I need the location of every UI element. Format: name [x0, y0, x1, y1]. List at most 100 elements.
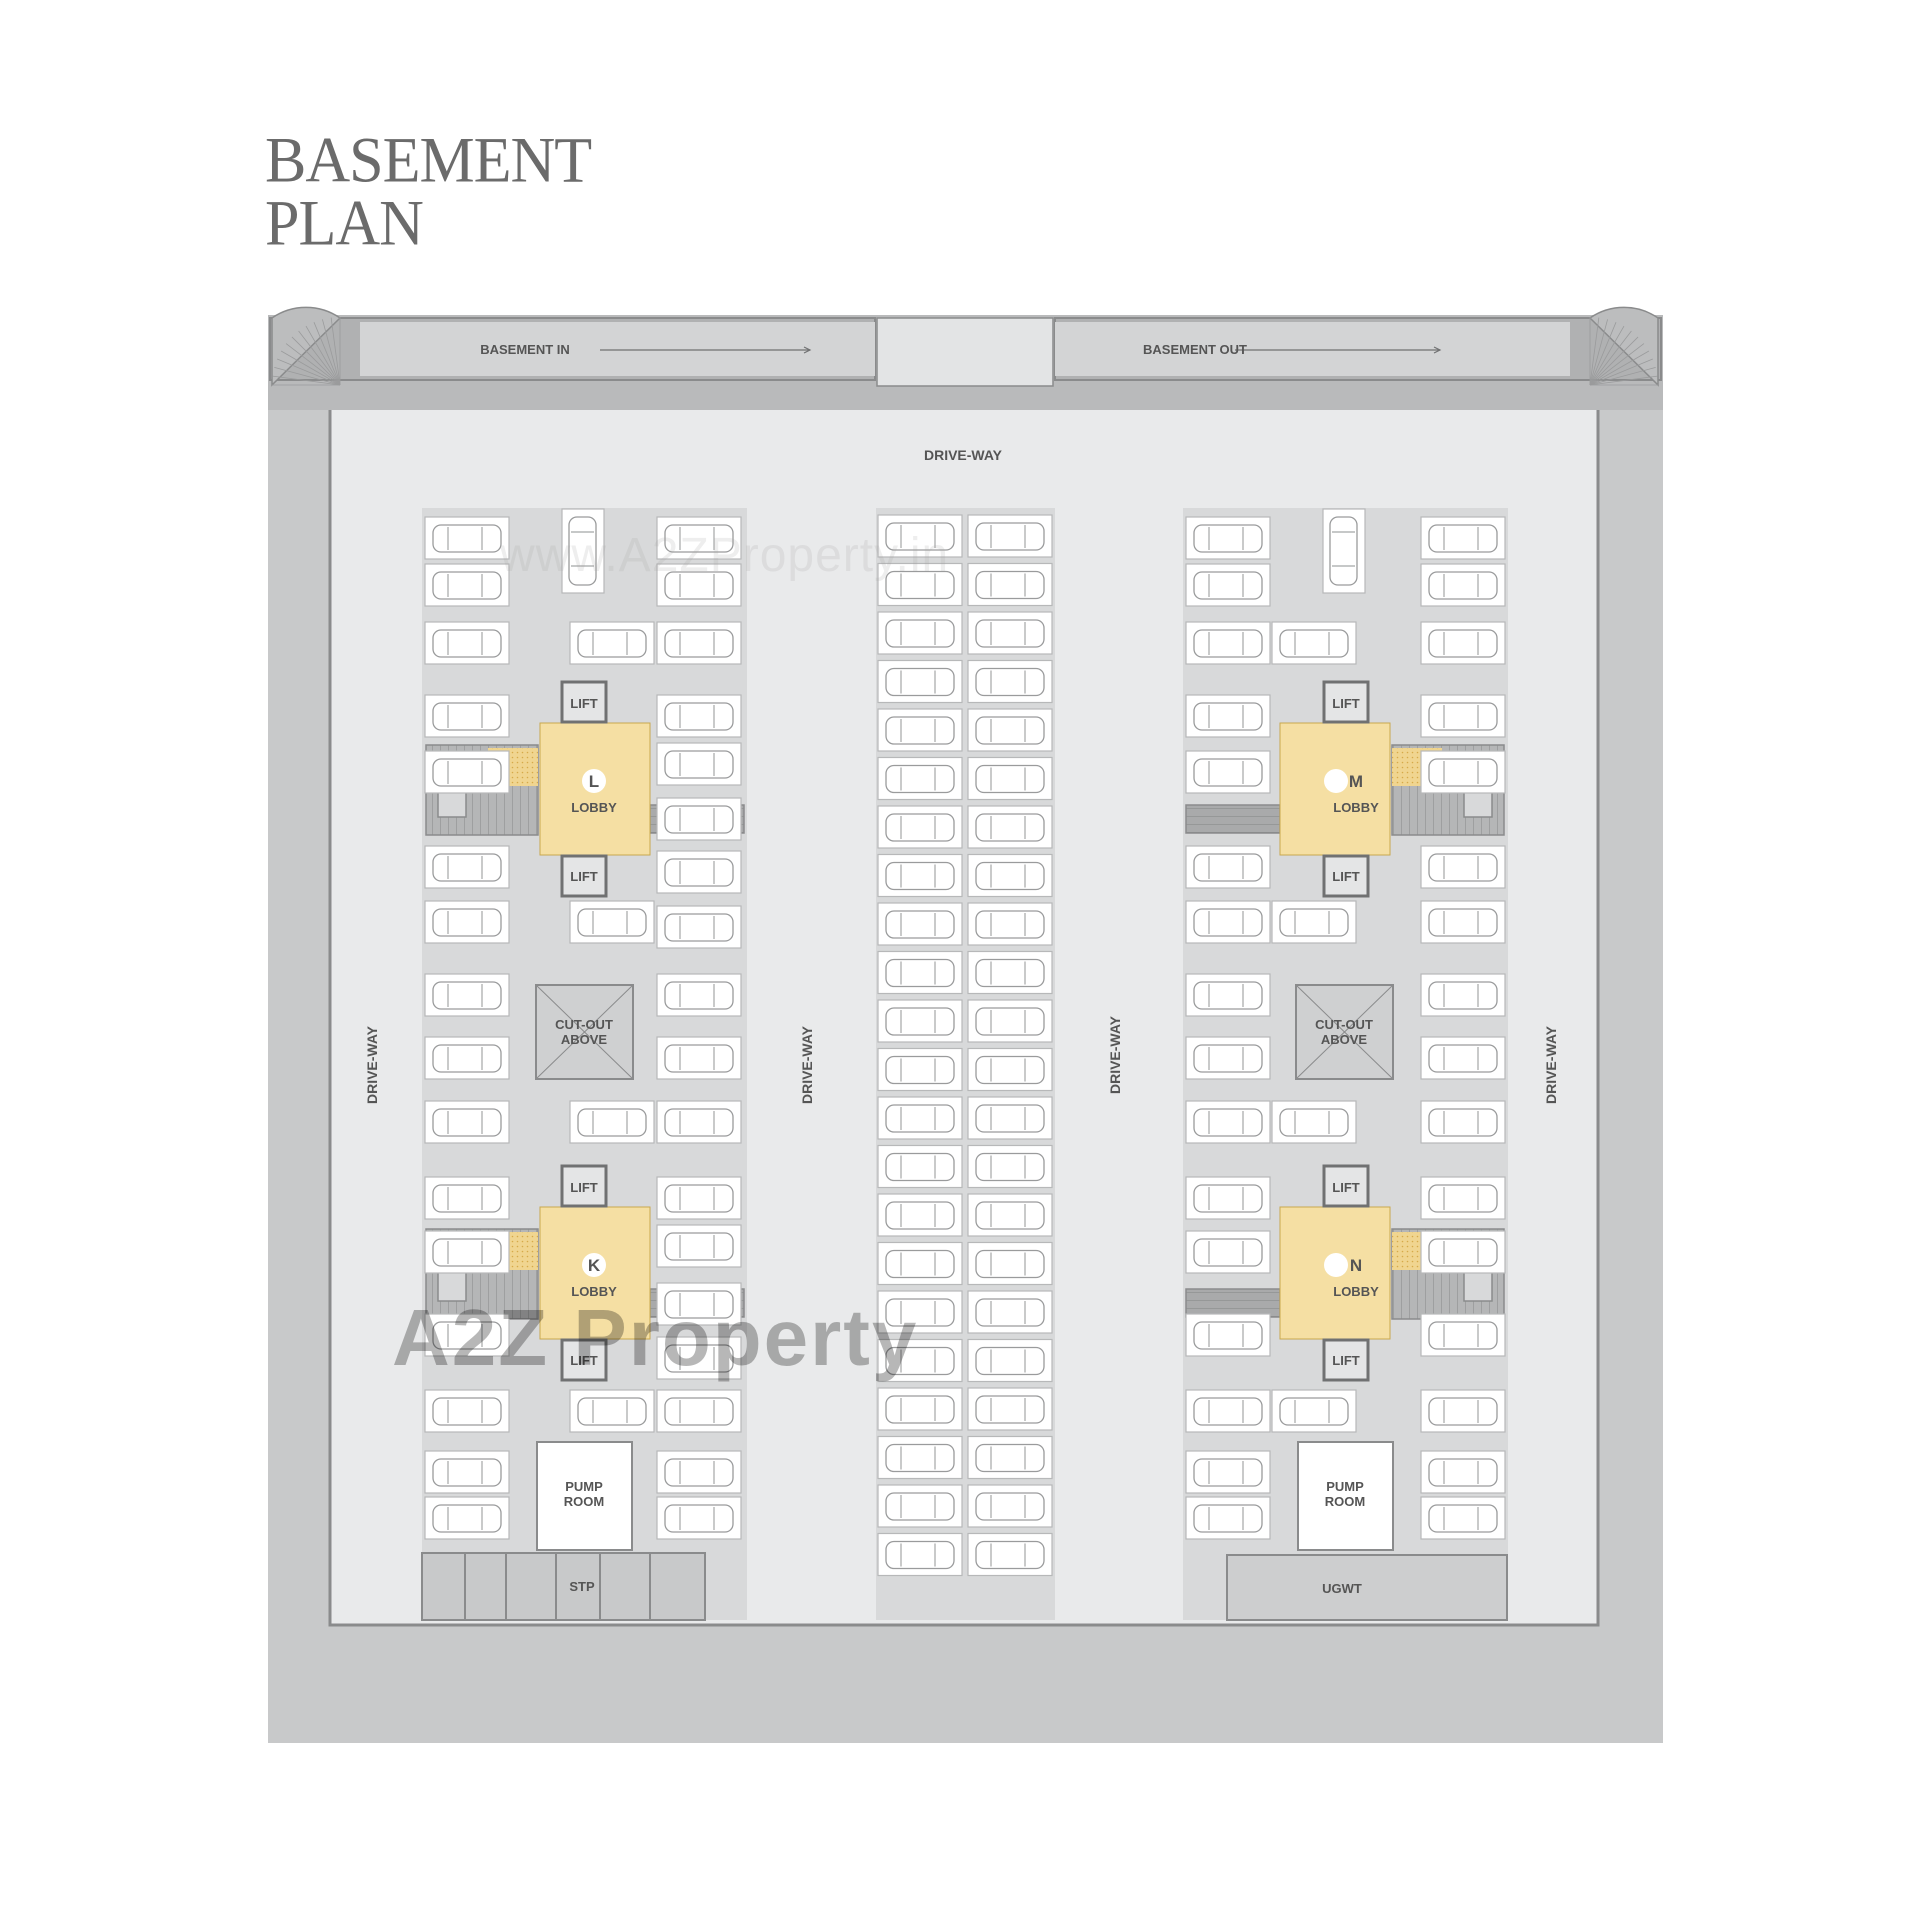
parking-slot — [656, 1389, 742, 1433]
ugwt-tank — [1226, 1554, 1508, 1621]
parking-slot — [1420, 563, 1506, 607]
parking-slot — [877, 659, 963, 704]
parking-slot — [877, 1435, 963, 1480]
driveway-label-mid-right: DRIVE-WAY — [1107, 1015, 1123, 1094]
parking-slot — [967, 1387, 1053, 1431]
basement-in-label: BASEMENT IN — [480, 342, 570, 357]
parking-slot — [569, 1100, 655, 1144]
parking-slot — [877, 1144, 963, 1189]
driveway-label-mid-left: DRIVE-WAY — [799, 1025, 815, 1104]
parking-slot — [967, 611, 1053, 655]
lift-label: LIFT — [1332, 696, 1359, 711]
parking-slot — [424, 845, 510, 889]
parking-slot — [1271, 1100, 1357, 1144]
lift-label: LIFT — [1332, 1353, 1359, 1368]
parking-slot — [877, 611, 963, 655]
parking-slot — [656, 1224, 742, 1268]
lift-label: LIFT — [1332, 869, 1359, 884]
parking-slot — [1420, 621, 1506, 665]
parking-slot — [1420, 1389, 1506, 1433]
parking-slot — [1185, 1230, 1271, 1274]
parking-slot — [656, 621, 742, 665]
parking-slot — [424, 900, 510, 944]
parking-slot — [424, 750, 510, 794]
parking-slot — [1420, 1450, 1506, 1494]
parking-slot — [569, 900, 655, 944]
lobby-label: LOBBY — [571, 800, 617, 815]
entry-gate — [876, 317, 1054, 387]
parking-slot — [877, 1241, 963, 1286]
parking-slot — [1185, 1389, 1271, 1433]
parking-slot — [656, 694, 742, 738]
parking-slot — [1420, 516, 1506, 560]
parking-slot — [1185, 621, 1271, 665]
cutout-left-line-2: ABOVE — [561, 1032, 608, 1047]
cutout-right: CUT-OUT ABOVE — [1295, 984, 1394, 1080]
parking-slot — [967, 853, 1053, 898]
parking-slot — [967, 659, 1053, 704]
parking-slot — [1420, 1230, 1506, 1274]
parking-slot — [967, 1096, 1053, 1140]
plan-title: BASEMENT PLAN — [265, 128, 592, 256]
parking-slot — [569, 1389, 655, 1433]
cutout-left-line-1: CUT-OUT — [555, 1017, 613, 1032]
pump-room-right-line-1: PUMP — [1326, 1479, 1364, 1494]
parking-slot — [1322, 508, 1366, 594]
parking-slot — [1185, 1036, 1271, 1080]
pump-room-left — [536, 1441, 633, 1551]
parking-slot — [1185, 563, 1271, 607]
parking-slot — [1420, 1100, 1506, 1144]
parking-slot — [656, 1450, 742, 1494]
parking-slot — [967, 1435, 1053, 1480]
lift-label: LIFT — [1332, 1180, 1359, 1195]
parking-slot — [967, 1338, 1053, 1383]
parking-slot — [424, 1036, 510, 1080]
parking-slot — [877, 1047, 963, 1092]
parking-slot — [656, 1036, 742, 1080]
lobby-label: LOBBY — [1333, 800, 1379, 815]
parking-slot — [1185, 845, 1271, 889]
parking-slot — [967, 999, 1053, 1043]
ugwt-label: UGWT — [1322, 1581, 1362, 1596]
parking-slot — [1185, 900, 1271, 944]
parking-slot — [1185, 1176, 1271, 1220]
parking-slot — [1420, 845, 1506, 889]
parking-slot — [1420, 1036, 1506, 1080]
parking-slot — [424, 1496, 510, 1540]
parking-slot — [424, 621, 510, 665]
parking-slot — [424, 1450, 510, 1494]
parking-slot — [1185, 694, 1271, 738]
parking-slot — [877, 853, 963, 898]
parking-slot — [877, 1532, 963, 1577]
ramp-curve-right — [1588, 306, 1659, 387]
cutout-right-line-1: CUT-OUT — [1315, 1017, 1373, 1032]
parking-slot — [877, 1096, 963, 1140]
ramp-curve-left — [271, 306, 342, 387]
parking-slot — [1185, 1450, 1271, 1494]
parking-slot — [967, 1290, 1053, 1334]
parking-slot — [656, 905, 742, 949]
parking-slot — [877, 708, 963, 752]
parking-slot — [1420, 900, 1506, 944]
lobby-label: LOBBY — [1333, 1284, 1379, 1299]
parking-slot — [967, 1532, 1053, 1577]
lobby-label: LOBBY — [571, 1284, 617, 1299]
watermark-url: www.A2ZProperty.in — [500, 529, 950, 582]
parking-slot — [656, 1176, 742, 1220]
stp-room — [421, 1552, 706, 1621]
parking-slot — [424, 563, 510, 607]
parking-slot — [1271, 621, 1357, 665]
parking-slot — [1185, 516, 1271, 560]
parking-slot — [656, 1100, 742, 1144]
parking-slot — [656, 742, 742, 786]
parking-slot — [1420, 750, 1506, 794]
parking-slot — [967, 1484, 1053, 1528]
stp-label: STP — [569, 1579, 595, 1594]
lift-label: LIFT — [570, 1180, 597, 1195]
parking-slot — [877, 805, 963, 849]
lobby-letter: M — [1349, 772, 1363, 791]
parking-slot — [877, 1387, 963, 1431]
lobby-core-m: LIFT LIFT M LOBBY — [1185, 680, 1505, 898]
cutout-right-line-2: ABOVE — [1321, 1032, 1368, 1047]
parking-slot — [424, 1176, 510, 1220]
